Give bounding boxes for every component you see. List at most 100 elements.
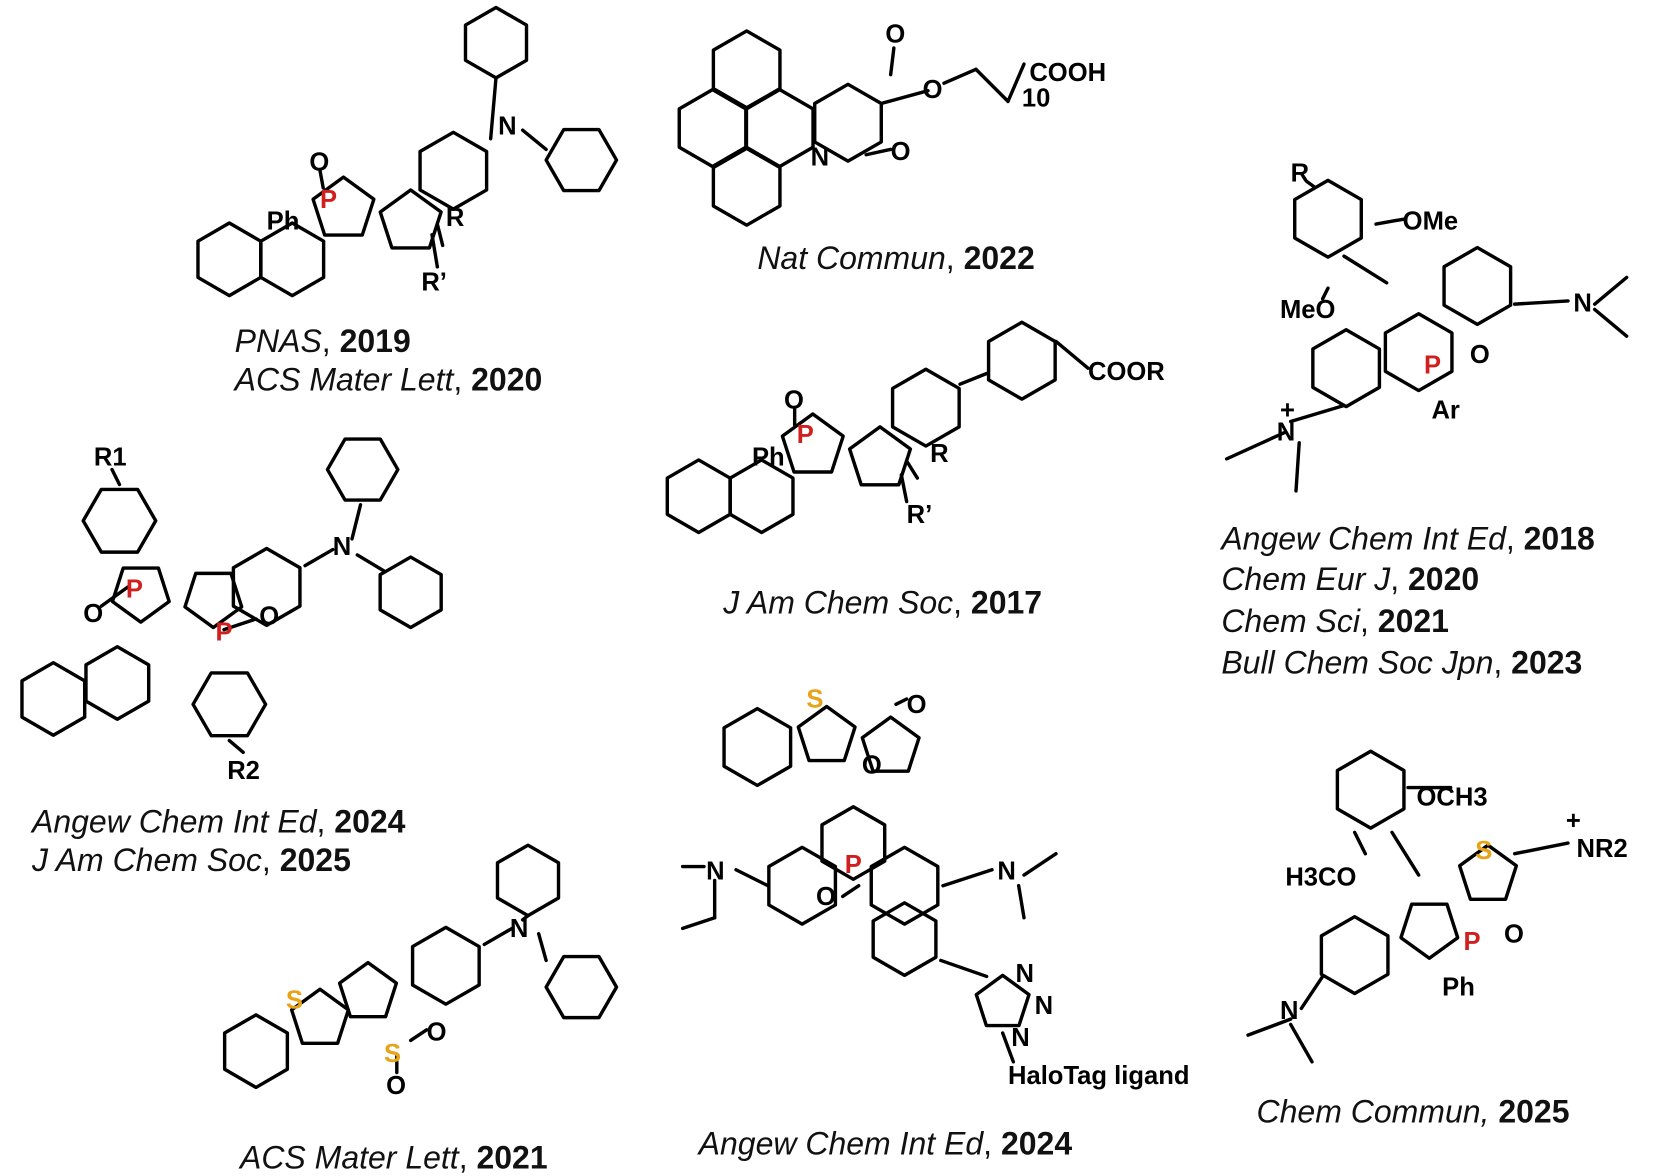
benzene-ring [410, 925, 481, 1006]
five-membered-ring [289, 987, 351, 1046]
publication-year: 2018 [1524, 521, 1595, 557]
journal-name: Nat Commun [757, 240, 945, 276]
atom-label: N [1011, 1024, 1029, 1052]
benzene-ring [986, 320, 1057, 401]
atom-label: O [891, 138, 911, 166]
atom-label: N [498, 112, 516, 140]
separator: , [322, 323, 340, 359]
benzene-ring [544, 954, 619, 1020]
benzene-ring [890, 367, 961, 448]
bond [864, 147, 893, 157]
five-membered-ring [337, 960, 399, 1019]
five-membered-ring [311, 175, 376, 237]
citation-caption: PNAS, 2019 [235, 323, 411, 359]
bond [894, 697, 909, 707]
benzene-ring [544, 127, 619, 193]
bond [974, 67, 1010, 104]
separator: , [317, 803, 335, 839]
bond [879, 89, 930, 106]
separator: , [453, 362, 471, 398]
journal-name: ACS Mater Lett [233, 362, 455, 398]
bond [1512, 841, 1570, 856]
publication-year: 2021 [1378, 603, 1449, 639]
benzene-ring [463, 5, 529, 80]
bond [958, 371, 989, 386]
atom-label: R [446, 204, 464, 232]
citation-caption: Nat Commun, 2022 [757, 240, 1034, 276]
benzene-ring [325, 437, 400, 502]
atom-label: O [1504, 920, 1524, 948]
five-membered-ring [780, 412, 845, 474]
journal-name: Angew Chem Int Ed [30, 803, 318, 839]
bond [888, 46, 896, 77]
separator: , [262, 842, 280, 878]
bond [1352, 830, 1368, 856]
benzene-ring [1383, 312, 1454, 393]
benzene-ring [1293, 178, 1363, 259]
atom-label: MeO [1280, 296, 1335, 324]
bond [1016, 884, 1026, 920]
citation-caption: ACS Mater Lett, 2020 [233, 362, 543, 398]
five-membered-ring [796, 704, 857, 763]
bond [303, 547, 335, 568]
journal-name: ACS Mater Lett [238, 1140, 460, 1176]
journal-name: Chem Eur J [1221, 561, 1391, 597]
atom-label: N [1277, 419, 1295, 447]
five-membered-ring [183, 571, 244, 630]
bond [680, 916, 717, 931]
atom-label: 10 [1022, 85, 1050, 113]
bond [520, 128, 548, 152]
atom-label: P [215, 618, 232, 646]
benzene-ring [20, 660, 87, 737]
bond [350, 503, 363, 541]
atom-label: HaloTag ligand [1008, 1062, 1189, 1090]
publication-year: 2025 [1498, 1094, 1569, 1130]
bond [488, 76, 498, 141]
separator: , [459, 1140, 477, 1176]
bond [941, 868, 994, 888]
atom-label: O [83, 600, 103, 628]
benzene-ring [767, 845, 838, 926]
atom-label: P [1463, 928, 1480, 956]
citation-caption: ACS Mater Lett, 2021 [238, 1140, 548, 1176]
atom-label: N [1280, 997, 1298, 1025]
benzene-ring [259, 221, 326, 298]
benzene-ring [820, 805, 887, 882]
five-membered-ring [847, 425, 913, 487]
atom-label: S [384, 1040, 401, 1068]
publication-year: 2025 [280, 842, 351, 878]
atom-label: COOH [1029, 59, 1106, 87]
atom-label: R [930, 440, 948, 468]
atom-label: S [806, 686, 823, 714]
five-membered-ring [1399, 902, 1460, 961]
bond [1224, 430, 1288, 461]
atom-label: Ph [267, 207, 300, 235]
bond [1054, 339, 1090, 370]
atom-label: N [333, 533, 351, 561]
citation-caption: Angew Chem Int Ed, 2018 [1219, 521, 1594, 557]
atom-label: Ph [752, 443, 785, 471]
publication-year: 2020 [471, 362, 542, 398]
benzene-ring [378, 555, 443, 630]
atom-label: R1 [94, 443, 127, 471]
benzene-ring [418, 130, 489, 211]
bond [1246, 1017, 1293, 1037]
bond [1512, 299, 1570, 306]
citation-caption: Angew Chem Int Ed, 2024 [30, 803, 406, 839]
benzene-ring [722, 706, 793, 788]
separator [1489, 1094, 1498, 1130]
benzene-ring [81, 487, 158, 554]
benzene-ring [222, 1013, 290, 1090]
atom-label: S [1475, 837, 1492, 865]
atom-label: P [1424, 351, 1441, 379]
journal-name: Angew Chem Int Ed [697, 1126, 985, 1162]
atom-label: N [1573, 290, 1591, 318]
bond [1342, 254, 1389, 285]
separator: , [1493, 644, 1511, 680]
bond [435, 222, 445, 248]
atom-label: N [811, 143, 829, 171]
benzene-ring [1442, 245, 1513, 327]
benzene-ring [711, 146, 782, 227]
journal-name: Chem Commun, [1257, 1094, 1490, 1130]
